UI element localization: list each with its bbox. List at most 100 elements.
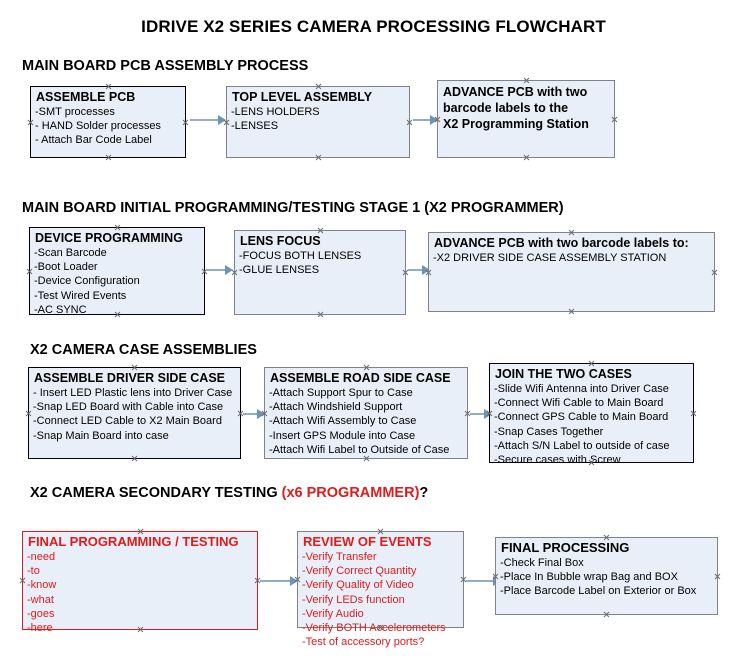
connection-handle-bottom [315,154,322,161]
section-heading-x2-camera-case-assemblies: X2 CAMERA CASE ASSEMBLIES [30,342,257,358]
connection-handle-bottom [523,154,530,161]
node-lens-focus[interactable]: LENS FOCUS -FOCUS BOTH LENSES -GLUE LENS… [234,230,406,315]
node-title: ADVANCE PCB with two barcode labels to: [434,236,689,250]
arrow-assemble-pcb-to-top-level-assembly [190,115,226,125]
node-title: LENS FOCUS [240,234,321,248]
node-items: -LENS HOLDERS -LENSES [231,105,405,133]
list-item: -goes [27,607,55,620]
node-device-programming[interactable]: DEVICE PROGRAMMING -Scan Barcode -Boot L… [26,227,205,317]
arrow-shaft [413,119,430,121]
list-item: -Attach S/N Label to outside of case [494,439,670,452]
connection-handle-top [588,360,595,367]
section-heading-main-board-initial-programming: MAIN BOARD INITIAL PROGRAMMING/TESTING S… [22,200,564,216]
node-title: TOP LEVEL ASSEMBLY [232,90,373,104]
node-line-1: ADVANCE PCB with two [443,85,588,99]
list-item: -Connect Wifi Cable to Main Board [494,397,664,410]
node-items: -need -to -know -what -goes -here [27,550,253,635]
node-final-programming-testing[interactable]: FINAL PROGRAMMING / TESTING -need -to -k… [19,531,258,634]
node-review-of-events[interactable]: REVIEW OF EVENTS -Verify Transfer -Verif… [297,531,464,648]
list-item: -Place Barcode Label on Exterior or Box [500,585,697,598]
connection-handle-right [406,119,413,126]
list-item: -Scan Barcode [34,247,107,259]
list-item-overflow: -Test of accessory ports? [302,636,425,649]
list-item: -FOCUS BOTH LENSES [239,250,362,262]
arrow-head [290,576,298,586]
connection-handle-bottom [568,308,575,315]
node-join-the-two-cases[interactable]: JOIN THE TWO CASES -Slide Wifi Antenna i… [489,360,697,466]
list-item: -Snap LED Board with Cable into Case [33,401,224,414]
connection-handle-right [714,573,721,580]
list-item: -AC SYNC [34,303,87,316]
list-item: -Slide Wifi Antenna into Driver Case [494,383,669,395]
list-item: -Check Final Box [500,557,584,569]
arrow-head [218,115,226,125]
arrow-lens-focus-to-advance-pcb-driver-side [408,265,430,275]
list-item: -Insert GPS Module into Case [269,429,416,442]
node-items: -Slide Wifi Antenna into Driver Case -Co… [494,382,689,467]
node-top-level-assembly[interactable]: TOP LEVEL ASSEMBLY -LENS HOLDERS -LENSES [226,86,410,158]
connection-handle-top [363,364,370,371]
arrow-head [422,265,430,275]
list-item: -Verify Correct Quantity [302,565,417,578]
section-heading-text: MAIN BOARD INITIAL PROGRAMMING/TESTING S… [22,200,564,216]
arrow-shaft [470,413,484,415]
list-item: -to [27,565,40,578]
list-item: -Attach Wifi Label to Outside of Case [269,443,450,456]
section-heading-x2-camera-secondary-testing: X2 CAMERA SECONDARY TESTING (x6 PROGRAMM… [30,485,428,501]
node-title: FINAL PROGRAMMING / TESTING [28,534,239,549]
connection-handle-right [611,116,618,123]
arrow-top-level-assembly-to-advance-pcb [413,115,438,125]
arrow-driver-case-to-road-case [243,409,265,419]
connection-handle-top [523,77,530,84]
node-items: -SMT processes - HAND Solder processes -… [35,105,181,148]
list-item: -need [27,551,56,563]
node-line-2: barcode labels to the [443,101,569,115]
node-title: DEVICE PROGRAMMING [35,231,183,245]
connection-handle-right [690,410,697,417]
node-items: -Attach Support Spur to Case -Attach Win… [269,386,463,457]
node-items: -FOCUS BOTH LENSES -GLUE LENSES [239,249,401,277]
node-title: ASSEMBLE PCB [36,90,136,104]
section-heading-text: X2 CAMERA CASE ASSEMBLIES [30,342,257,358]
connection-handle-bottom [131,455,138,462]
list-item: -Attach Windshield Support [269,401,403,414]
connection-handle-top [568,229,575,236]
arrow-head [430,115,438,125]
node-items: -X2 DRIVER SIDE CASE ASSEMBLY STATION [433,251,710,265]
list-item: -LENS HOLDERS [231,106,320,118]
arrow-final-programming-to-review-of-events [260,576,298,586]
connection-handle-top [105,83,112,90]
node-advance-pcb-programming-station[interactable]: ADVANCE PCB with two barcode labels to t… [437,80,615,158]
list-item: -Device Configuration [34,275,140,288]
connection-handle-right [182,119,189,126]
list-item: -Snap Main Board into case [33,429,169,442]
arrow-road-case-to-join-cases [470,409,492,419]
connection-handle-left [26,268,33,275]
list-item: -Secure cases with Screw [494,454,621,467]
node-assemble-road-side-case[interactable]: ASSEMBLE ROAD SIDE CASE -Attach Support … [264,367,468,459]
list-item: -Verify LEDs function [302,593,405,606]
connection-handle-left [19,577,26,584]
section-heading-text: MAIN BOARD PCB ASSEMBLY PROCESS [22,58,309,74]
list-item: -here [27,622,53,635]
node-assemble-pcb[interactable]: ASSEMBLE PCB -SMT processes - HAND Solde… [30,86,186,158]
list-item: -Snap Cases Together [494,425,604,438]
node-title: REVIEW OF EVENTS [303,534,432,549]
node-line-3: X2 Programming Station [443,117,589,131]
arrow-shaft [408,269,422,271]
list-item: -Place In Bubble wrap Bag and BOX [500,571,678,584]
node-final-processing[interactable]: FINAL PROCESSING -Check Final Box -Place… [495,537,718,615]
node-assemble-driver-side-case[interactable]: ASSEMBLE DRIVER SIDE CASE - Insert LED P… [28,367,241,459]
arrow-head [484,409,492,419]
arrow-shaft [243,413,257,415]
node-items: -Scan Barcode -Boot Loader -Device Confi… [34,246,200,317]
node-advance-pcb-driver-side-station[interactable]: ADVANCE PCB with two barcode labels to: … [428,232,715,312]
list-item: -Connect LED Cable to X2 Main Board [33,415,222,428]
list-item: - Attach Bar Code Label [35,134,152,147]
list-item: -Boot Loader [34,261,98,274]
list-item: -Verify BOTH Accelerometers [302,622,446,635]
list-item: -Attach Wifi Assembly to Case [269,415,417,428]
node-title: ASSEMBLE DRIVER SIDE CASE [34,371,226,385]
list-item: -SMT processes [35,106,115,118]
